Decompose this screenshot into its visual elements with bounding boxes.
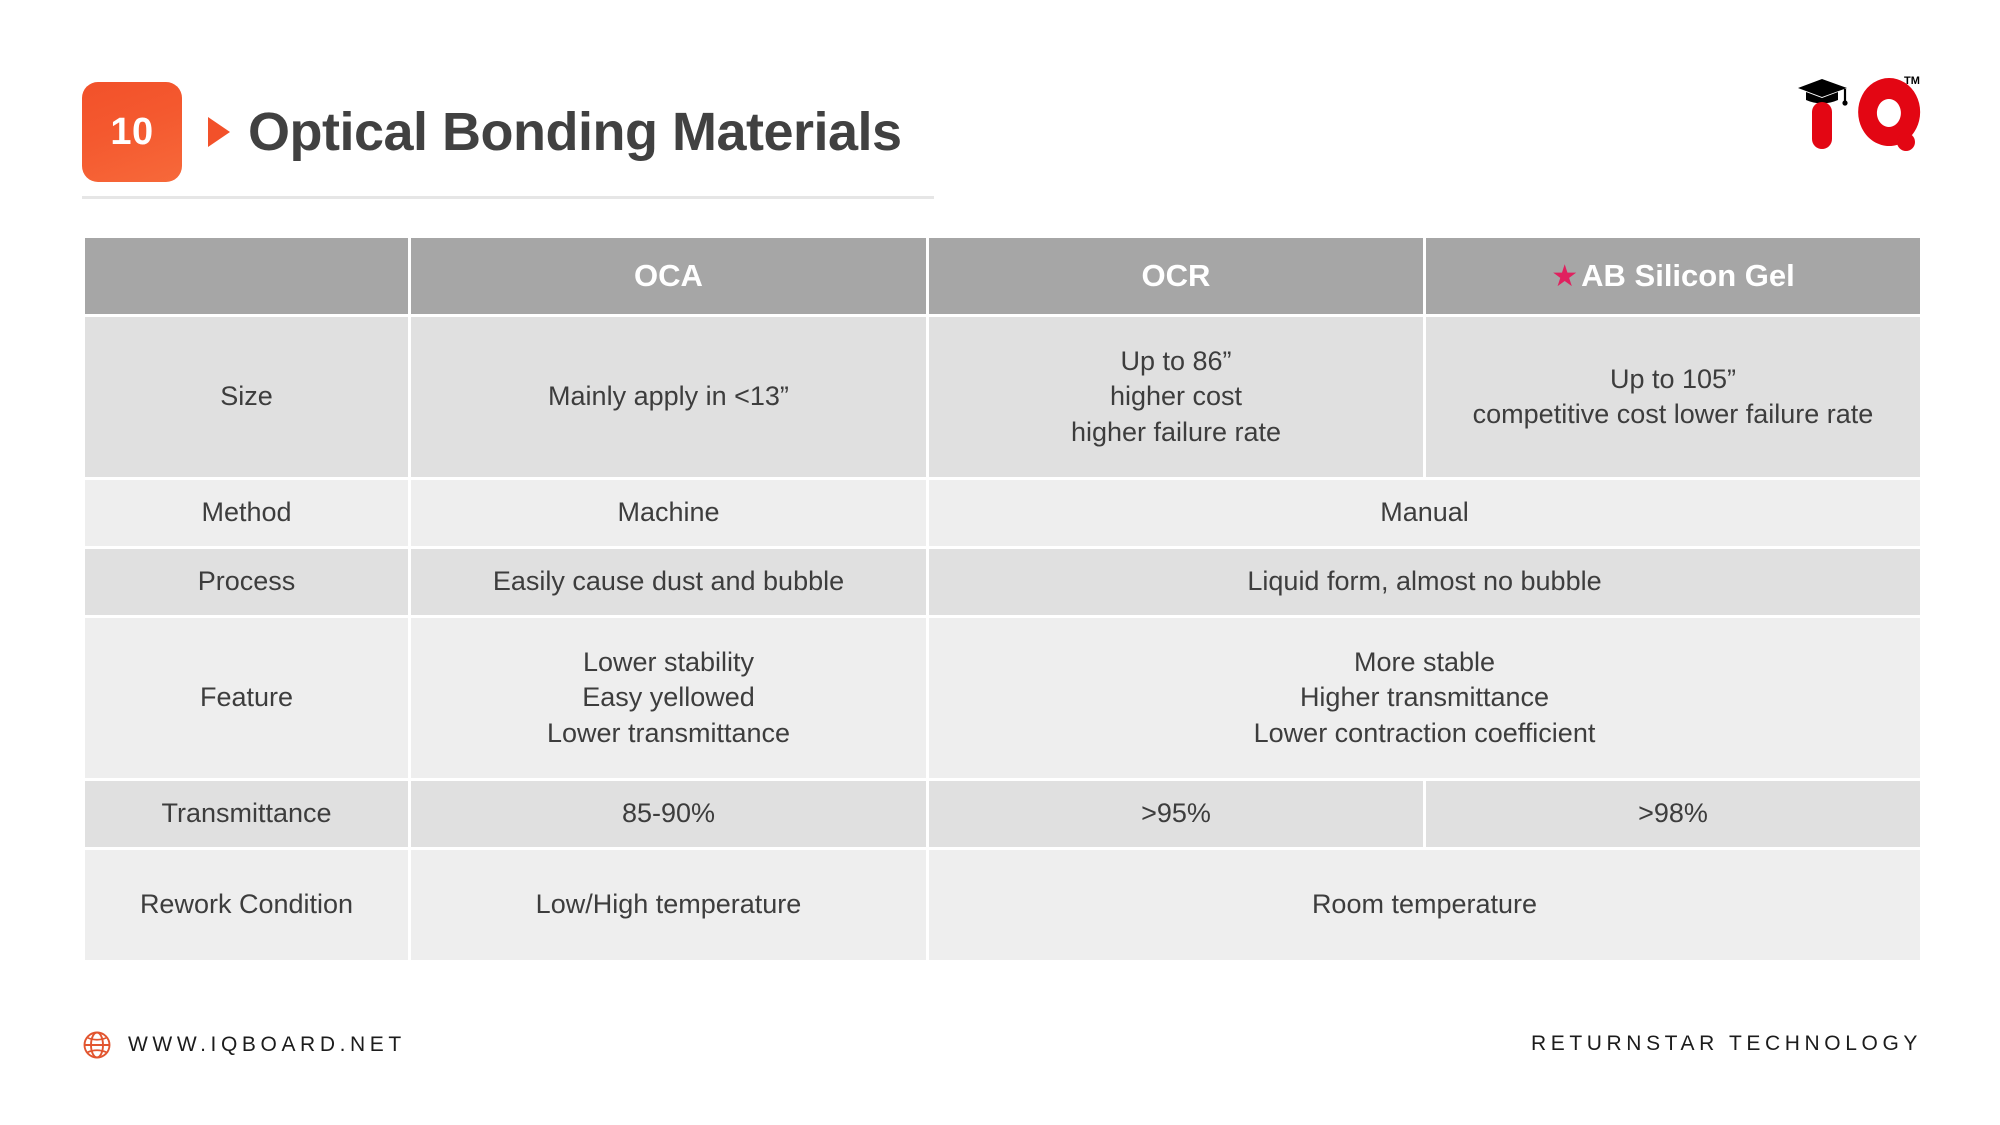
table-header-ab-label: AB Silicon Gel <box>1581 257 1795 293</box>
cell-feature-oca-line2: Easy yellowed <box>582 682 755 713</box>
page-title: Optical Bonding Materials <box>248 102 902 162</box>
cell-size-ab-line2: competitive cost lower failure rate <box>1472 399 1874 429</box>
cell-transmittance-ocr: >95% <box>929 781 1423 847</box>
cell-feature-oca-line1: Lower stability <box>582 647 755 678</box>
table-header-oca: OCA <box>411 238 926 314</box>
cell-size-oca: Mainly apply in <13” <box>411 317 926 477</box>
star-icon: ★ <box>1551 259 1579 293</box>
triangle-right-icon <box>208 117 230 147</box>
title-row: 10 Optical Bonding Materials <box>82 78 902 186</box>
comparison-table-wrap: OCA OCR ★AB Silicon Gel Size Mainly appl… <box>82 235 1922 963</box>
row-label-process: Process <box>85 549 408 615</box>
cell-feature-merged-line2: Higher transmittance <box>1299 682 1550 713</box>
cell-feature-merged-line3: Lower contraction coefficient <box>1253 717 1596 748</box>
slide-header: 10 Optical Bonding Materials <box>0 0 2000 200</box>
cell-rework-oca: Low/High temperature <box>411 850 926 960</box>
comparison-table: OCA OCR ★AB Silicon Gel Size Mainly appl… <box>82 235 1923 963</box>
row-label-size: Size <box>85 317 408 477</box>
footer-website-url[interactable]: WWW.IQBOARD.NET <box>128 1033 406 1056</box>
row-label-method: Method <box>85 480 408 546</box>
slide-number-badge: 10 <box>82 82 182 182</box>
table-row: Transmittance 85-90% >95% >98% <box>85 781 1920 847</box>
footer-company-name: RETURNSTAR TECHNOLOGY <box>1530 1032 1922 1055</box>
cell-size-ab: Up to 105” competitive cost lower failur… <box>1426 317 1920 477</box>
cell-feature-merged: More stable Higher transmittance Lower c… <box>929 618 1920 778</box>
cell-size-ocr-line3: higher failure rate <box>1070 416 1282 447</box>
globe-icon <box>82 1030 112 1060</box>
title-divider <box>82 196 934 199</box>
svg-text:TM: TM <box>1904 75 1920 87</box>
table-header-ab-silicon-gel: ★AB Silicon Gel <box>1426 238 1920 314</box>
slide-number-text: 10 <box>110 110 154 153</box>
cell-process-merged: Liquid form, almost no bubble <box>929 549 1920 615</box>
table-row: Rework Condition Low/High temperature Ro… <box>85 850 1920 960</box>
cell-transmittance-oca: 85-90% <box>411 781 926 847</box>
row-label-rework-condition: Rework Condition <box>85 850 408 960</box>
table-row: Method Machine Manual <box>85 480 1920 546</box>
row-label-transmittance: Transmittance <box>85 781 408 847</box>
iq-logo: TM <box>1796 66 1926 156</box>
table-row: Feature Lower stability Easy yellowed Lo… <box>85 618 1920 778</box>
table-header-ocr: OCR <box>929 238 1423 314</box>
cell-transmittance-ab: >98% <box>1426 781 1920 847</box>
row-label-feature: Feature <box>85 618 408 778</box>
cell-process-oca: Easily cause dust and bubble <box>411 549 926 615</box>
footer-left: WWW.IQBOARD.NET <box>82 1030 406 1060</box>
cell-rework-merged: Room temperature <box>929 850 1920 960</box>
table-header-row: OCA OCR ★AB Silicon Gel <box>85 238 1920 314</box>
cell-feature-merged-line1: More stable <box>1353 647 1496 678</box>
table-header-blank <box>85 238 408 314</box>
table-row: Size Mainly apply in <13” Up to 86” high… <box>85 317 1920 477</box>
cell-size-ocr-line1: Up to 86” <box>1120 346 1232 377</box>
slide-footer: WWW.IQBOARD.NET RETURNSTAR TECHNOLOGY <box>0 1030 2000 1090</box>
graduation-cap-icon <box>1798 79 1848 106</box>
cell-size-ab-line1: Up to 105” <box>1609 363 1737 394</box>
cell-feature-oca: Lower stability Easy yellowed Lower tran… <box>411 618 926 778</box>
cell-size-ocr: Up to 86” higher cost higher failure rat… <box>929 317 1423 477</box>
cell-feature-oca-line3: Lower transmittance <box>546 717 791 748</box>
table-row: Process Easily cause dust and bubble Liq… <box>85 549 1920 615</box>
cell-size-ocr-line2: higher cost <box>1109 381 1243 412</box>
cell-method-merged: Manual <box>929 480 1920 546</box>
cell-method-oca: Machine <box>411 480 926 546</box>
